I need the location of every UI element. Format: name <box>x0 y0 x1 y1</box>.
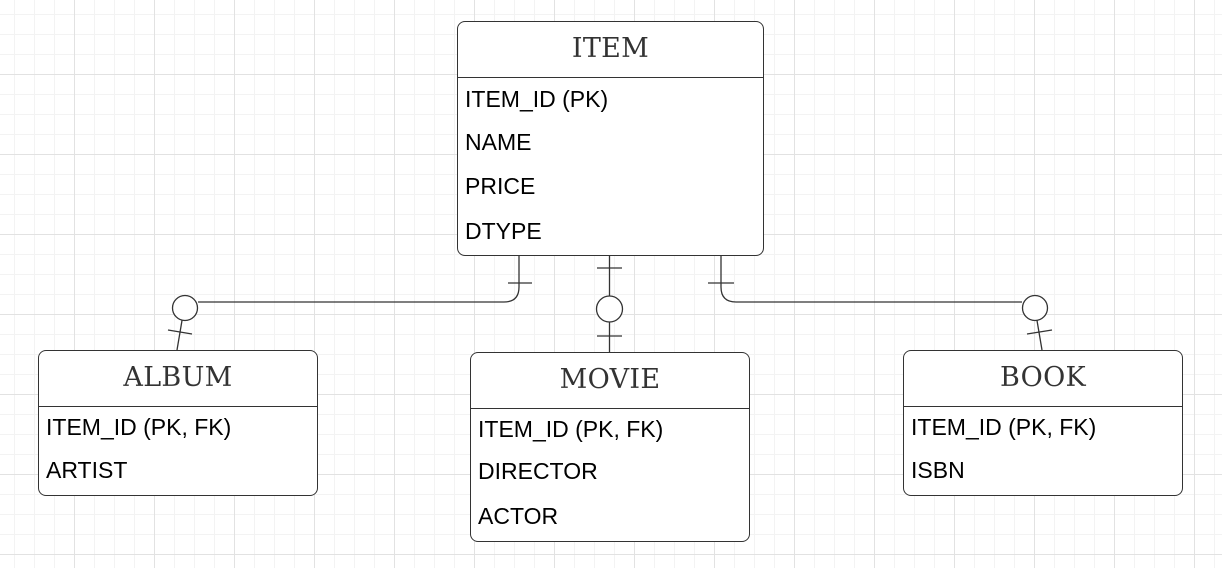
connector-item-album <box>198 255 520 303</box>
entity-book[interactable]: BOOK ITEM_ID (PK, FK) ISBN <box>903 350 1183 496</box>
entity-book-title: BOOK <box>904 351 1182 407</box>
connector-item-book <box>720 255 1022 303</box>
attribute-movie-item-id: ITEM_ID (PK, FK) <box>478 416 664 442</box>
connector-item-movie-zero-circle <box>595 295 624 323</box>
entity-movie[interactable]: MOVIE ITEM_ID (PK, FK) DIRECTOR ACTOR <box>470 352 750 542</box>
connector-item-album-zero-circle <box>171 294 199 322</box>
attribute-item-id: ITEM_ID (PK) <box>465 86 609 112</box>
entity-movie-title: MOVIE <box>471 353 749 409</box>
attribute-director: DIRECTOR <box>478 458 598 484</box>
attribute-price: PRICE <box>465 173 536 199</box>
entity-book-attributes: ITEM_ID (PK, FK) ISBN <box>904 407 1182 492</box>
entity-album-attributes: ITEM_ID (PK, FK) ARTIST <box>39 407 317 492</box>
attribute-isbn: ISBN <box>911 457 965 483</box>
entity-item-attributes: ITEM_ID (PK) NAME PRICE DTYPE <box>458 78 763 253</box>
connector-item-book-zero-circle <box>1021 294 1049 322</box>
attribute-book-item-id: ITEM_ID (PK, FK) <box>911 414 1097 440</box>
attribute-name: NAME <box>465 129 532 155</box>
attribute-dtype: DTYPE <box>465 218 542 244</box>
attribute-album-item-id: ITEM_ID (PK, FK) <box>46 414 232 440</box>
entity-album[interactable]: ALBUM ITEM_ID (PK, FK) ARTIST <box>38 350 318 496</box>
attribute-actor: ACTOR <box>478 503 559 529</box>
connector-item-album-one-bar-child <box>167 329 193 335</box>
connector-item-book-one-bar-child <box>1026 329 1053 335</box>
connector-item-album-tail <box>176 320 183 351</box>
entity-movie-attributes: ITEM_ID (PK, FK) DIRECTOR ACTOR <box>471 409 749 539</box>
entity-album-title: ALBUM <box>39 351 317 407</box>
attribute-artist: ARTIST <box>46 457 128 483</box>
entity-item[interactable]: ITEM ITEM_ID (PK) NAME PRICE DTYPE <box>457 21 764 256</box>
connector-item-book-tail <box>1036 320 1043 351</box>
entity-item-title: ITEM <box>458 22 763 78</box>
